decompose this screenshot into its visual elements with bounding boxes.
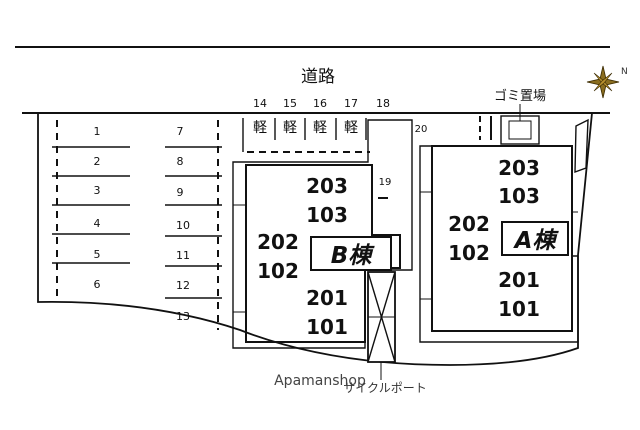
building-b-label-box [310, 236, 392, 271]
space-20: 20 [415, 124, 428, 135]
building-a-label-box [501, 221, 569, 256]
a-unit-103: 103 [498, 184, 540, 208]
space-7: 7 [177, 125, 184, 138]
space-8: 8 [177, 155, 184, 168]
parking-middle: 7 8 9 10 11 12 13 [165, 120, 222, 330]
a-unit-102: 102 [448, 241, 490, 265]
building-b: 19 203 103 202 102 201 101 B棟 [232, 119, 413, 349]
a-unit-203: 203 [498, 156, 540, 180]
space-3: 3 [94, 184, 101, 197]
space-14: 14 [253, 97, 267, 110]
b-unit-102: 102 [257, 259, 299, 283]
space-19: 19 [379, 177, 392, 188]
space-2: 2 [94, 155, 101, 168]
kei-label-17: 軽 [344, 120, 358, 136]
space-9: 9 [177, 186, 184, 199]
space-6: 6 [94, 278, 101, 291]
space-13: 13 [176, 310, 190, 323]
b-unit-202: 202 [257, 230, 299, 254]
a-unit-101: 101 [498, 297, 540, 321]
cycle-port [367, 271, 396, 380]
building-a-annex [574, 118, 589, 174]
a-unit-202: 202 [448, 212, 490, 236]
parking-left: 1 2 3 4 5 6 [52, 120, 130, 298]
space-12: 12 [176, 279, 190, 292]
kei-label-15: 軽 [283, 120, 297, 136]
kei-label-14: 軽 [253, 120, 267, 136]
b-unit-101: 101 [306, 315, 348, 339]
space-18: 18 [376, 97, 390, 110]
b-unit-201: 201 [306, 286, 348, 310]
space-4: 4 [94, 217, 101, 230]
building-a-label: A棟 [513, 228, 560, 254]
a-unit-201: 201 [498, 268, 540, 292]
building-a: 203 103 202 102 201 101 A棟 [419, 118, 589, 343]
watermark: Apamanshop [274, 373, 366, 389]
kei-parking: 軽 軽 軽 軽 [242, 118, 370, 153]
space-5: 5 [94, 248, 101, 261]
building-b-label: B棟 [331, 243, 376, 269]
b-unit-203: 203 [306, 174, 348, 198]
garbage-area [479, 104, 540, 145]
svg-text:N: N [621, 67, 628, 77]
space-11: 11 [176, 249, 190, 262]
space-17: 17 [344, 97, 358, 110]
site-boundary [37, 112, 593, 366]
b-unit-103: 103 [306, 203, 348, 227]
compass-star-icon: N [586, 65, 628, 99]
cycle-port-label: サイクルポート [343, 381, 426, 395]
road-label: 道路 [301, 67, 335, 87]
space-16: 16 [313, 97, 327, 110]
space-10: 10 [176, 219, 190, 232]
space-15: 15 [283, 97, 297, 110]
kei-label-16: 軽 [313, 120, 327, 136]
garbage-label: ゴミ置場 [494, 88, 546, 104]
space-1: 1 [94, 125, 101, 138]
